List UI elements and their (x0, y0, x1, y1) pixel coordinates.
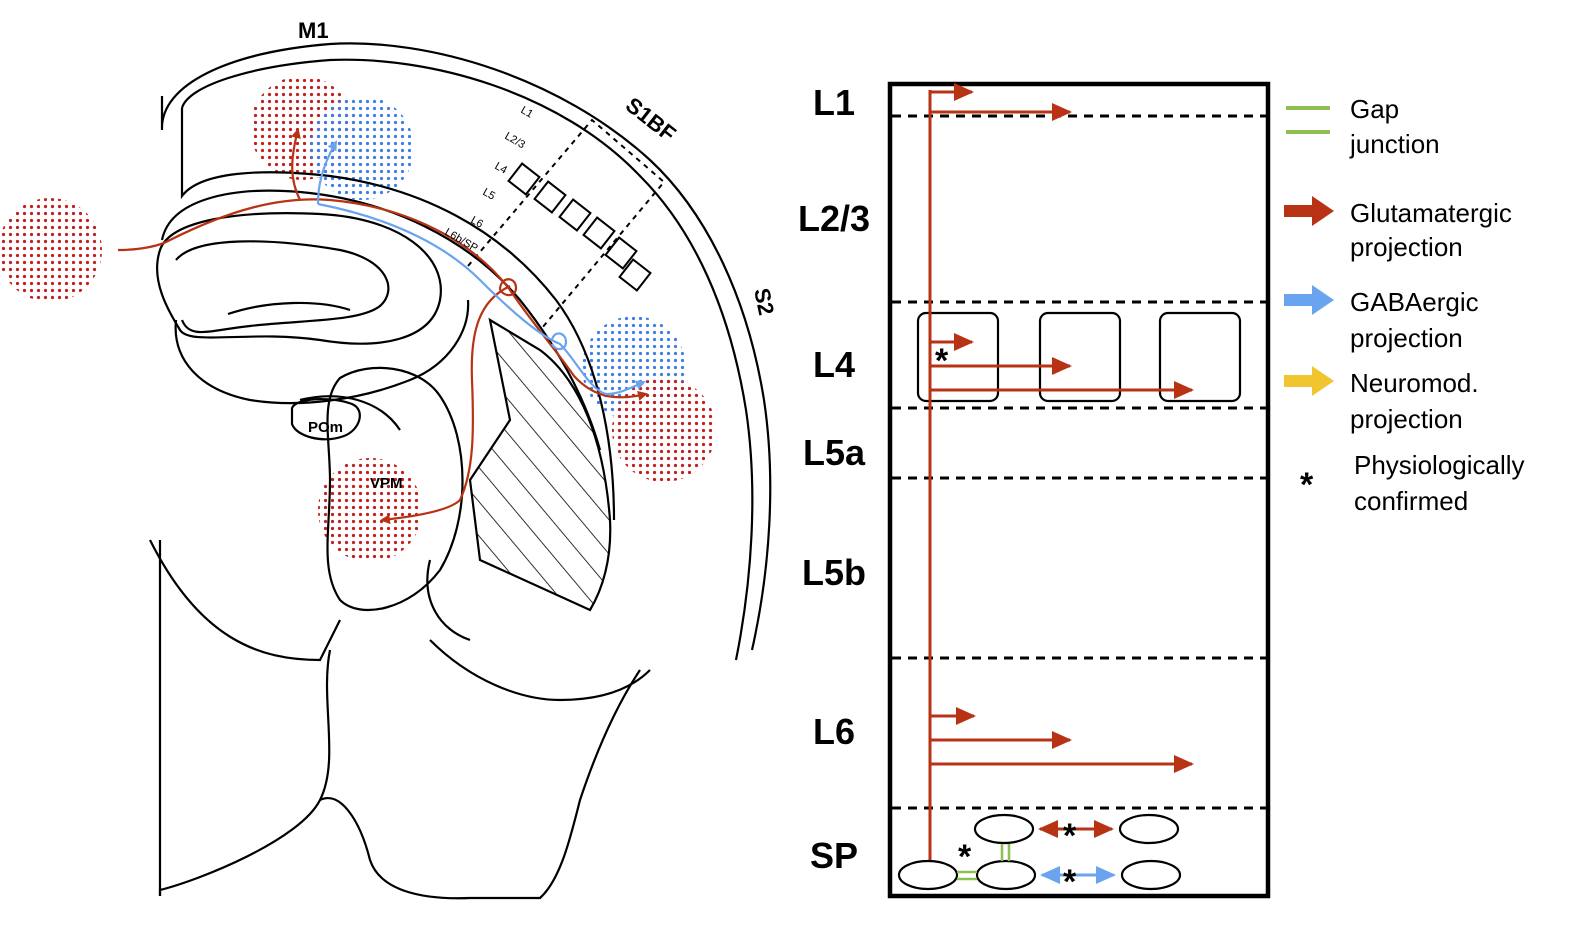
barrels (507, 162, 652, 292)
lower-brain-outline (149, 539, 641, 900)
sp-neuron (897, 859, 959, 891)
sp-neuron (1120, 859, 1182, 891)
region-label-pom: POm (308, 419, 343, 436)
region-label-m1: M1 (298, 18, 329, 43)
legend-label-line2: projection (1350, 404, 1463, 434)
legend-label-line1: Gap (1350, 94, 1399, 124)
white-matter-line (160, 189, 602, 451)
column-layer-labels: L1 L2/3 L4 L5a L5b L6 SP (798, 82, 870, 876)
barrel (1038, 311, 1122, 403)
column-frame (887, 81, 1271, 899)
legend: Gap junction Glutamatergic projection GA… (1284, 94, 1525, 516)
legend-item-confirmed: * Physiologically confirmed (1300, 450, 1525, 516)
column-layer-label-sp: SP (810, 835, 858, 876)
glutamatergic-trace-loop (498, 278, 518, 297)
sp-neuron (975, 859, 1037, 891)
arrow-icon (1284, 366, 1334, 396)
brain-section (0, 42, 772, 900)
sp-neuron (1118, 813, 1180, 845)
gap-junction-symbol (1286, 106, 1330, 134)
pom-outline (290, 397, 361, 441)
target-area-vpm (318, 458, 422, 562)
region-label-vpm: VPM (370, 475, 403, 492)
barrel (1158, 311, 1242, 403)
legend-label-line1: GABAergic (1350, 287, 1479, 317)
subplate-neurons (897, 813, 1182, 891)
ventricle-outline (175, 240, 390, 334)
arrow-icon (1284, 196, 1334, 226)
confirmed-asterisk: * (1063, 817, 1077, 855)
legend-label-line2: projection (1350, 323, 1463, 353)
legend-label-line1: Glutamatergic (1350, 198, 1512, 228)
gap-junctions (957, 844, 1011, 881)
column-layer-label-l1: L1 (813, 82, 855, 123)
thalamus-inner (299, 395, 401, 431)
inner-curve (227, 301, 351, 316)
hippocampus-outline (155, 212, 442, 345)
gabaergic-trace-loop (550, 332, 568, 351)
brain-layer-label: L6b/SP (443, 226, 480, 254)
brain-layer-label: L5 (481, 186, 498, 203)
column-layer-label-l5a: L5a (803, 432, 866, 473)
legend-item-gap-junction: Gap junction (1286, 94, 1440, 159)
brain-layer-label: L6 (469, 214, 486, 231)
confirmed-asterisk: * (1063, 863, 1077, 901)
brain-layer-labels: L1 L2/3 L4 L5 L6 L6b/SP (443, 104, 536, 254)
column-layer-label-l6: L6 (813, 711, 855, 752)
glutamatergic-trace-m1 (291, 128, 301, 201)
legend-item-neuromod: Neuromod. projection (1284, 366, 1479, 434)
brain-layer-label: L4 (493, 160, 510, 177)
glutamatergic-branches (930, 83, 1194, 773)
cortex-outline-middle (180, 58, 754, 661)
brain-layer-label: L1 (519, 104, 536, 121)
confirmed-asterisk: * (935, 342, 949, 380)
sp-neuron (973, 813, 1035, 845)
target-area-s1-red (612, 378, 716, 482)
ventral-outline (426, 559, 651, 702)
column-layer-label-l5b: L5b (802, 552, 866, 593)
cortex-outline-inner (180, 108, 616, 521)
legend-label-line1: Physiologically (1354, 450, 1525, 480)
gabaergic-trace-m1 (316, 140, 337, 205)
column-layer-label-l4: L4 (813, 344, 855, 385)
region-label-s2: S2 (749, 286, 779, 318)
layer-boundaries (892, 114, 1266, 810)
cortex-lower (174, 299, 470, 405)
barrel (916, 311, 1000, 403)
legend-label-line2: confirmed (1354, 486, 1468, 516)
glutamatergic-trace (117, 198, 648, 401)
cortical-column (887, 81, 1271, 899)
confirmed-asterisk: * (958, 838, 972, 876)
asterisk-icon: * (1300, 466, 1314, 504)
legend-label-line1: Neuromod. (1350, 368, 1479, 398)
legend-item-gabaergic: GABAergic projection (1284, 285, 1479, 353)
cortex-outline-outer (160, 42, 772, 651)
s1bf-column-box (467, 118, 666, 329)
striatum-outline (468, 317, 612, 612)
legend-label-line2: projection (1350, 232, 1463, 262)
column-layer-label-l23: L2/3 (798, 198, 870, 239)
brain-layer-label: L2/3 (503, 130, 528, 151)
region-label-s1bf: S1BF (621, 92, 681, 146)
target-area-m1-blue (310, 96, 414, 200)
target-area-contralateral (0, 198, 102, 302)
gabaergic-trace (317, 202, 646, 396)
legend-label-line2: junction (1349, 129, 1440, 159)
arrow-icon (1284, 285, 1334, 315)
thalamus-outline (326, 366, 464, 612)
legend-item-glutamatergic: Glutamatergic projection (1284, 196, 1512, 262)
glutamatergic-trace-vpm (380, 285, 511, 525)
